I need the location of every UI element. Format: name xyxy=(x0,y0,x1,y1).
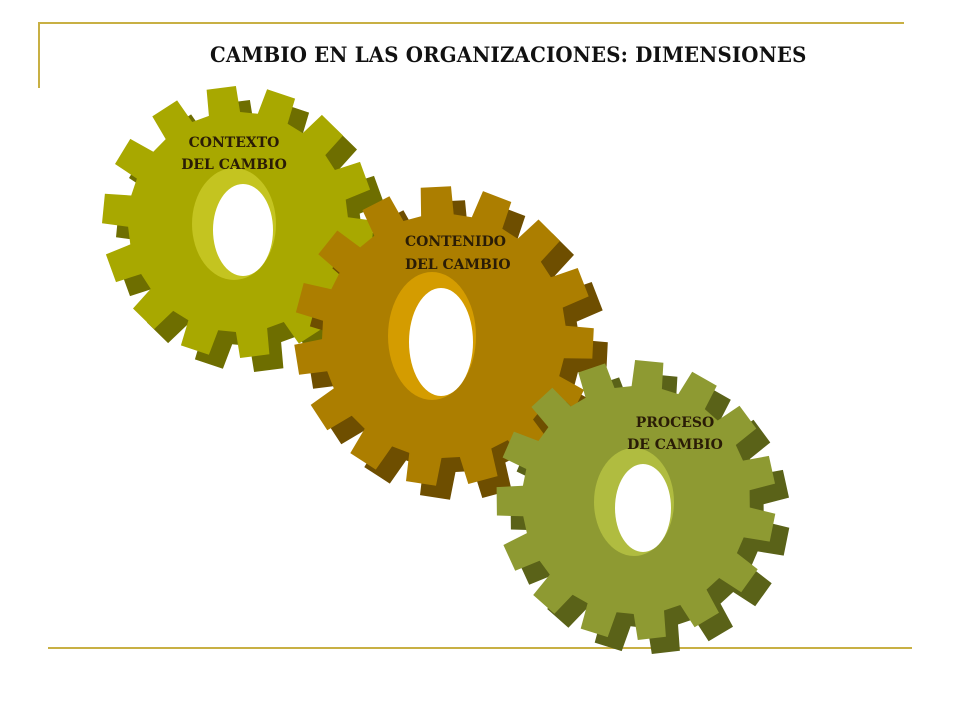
gear-contenido-label-line2: DEL CAMBIO xyxy=(405,257,511,273)
gear-contexto-label-line2: DEL CAMBIO xyxy=(181,157,287,173)
gear-proceso-hole-shade xyxy=(615,464,671,552)
slide-title: CAMBIO EN LAS ORGANIZACIONES: DIMENSIONE… xyxy=(210,42,807,67)
left-rule xyxy=(38,22,40,88)
gear-contenido: CONTENIDO DEL CAMBIO xyxy=(294,186,608,500)
gear-contenido-label-line1: CONTENIDO xyxy=(405,234,506,250)
gear-proceso-label-line2: DE CAMBIO xyxy=(627,437,723,453)
gear-contexto-label-line1: CONTEXTO xyxy=(189,135,280,151)
gear-proceso: PROCESO DE CAMBIO xyxy=(496,360,790,654)
gear-contexto-hole-shade xyxy=(213,184,273,276)
bottom-rule xyxy=(48,647,912,649)
gear-proceso-label-line1: PROCESO xyxy=(636,415,714,431)
top-rule xyxy=(38,22,904,24)
gear-contenido-hole-shade xyxy=(409,288,473,396)
